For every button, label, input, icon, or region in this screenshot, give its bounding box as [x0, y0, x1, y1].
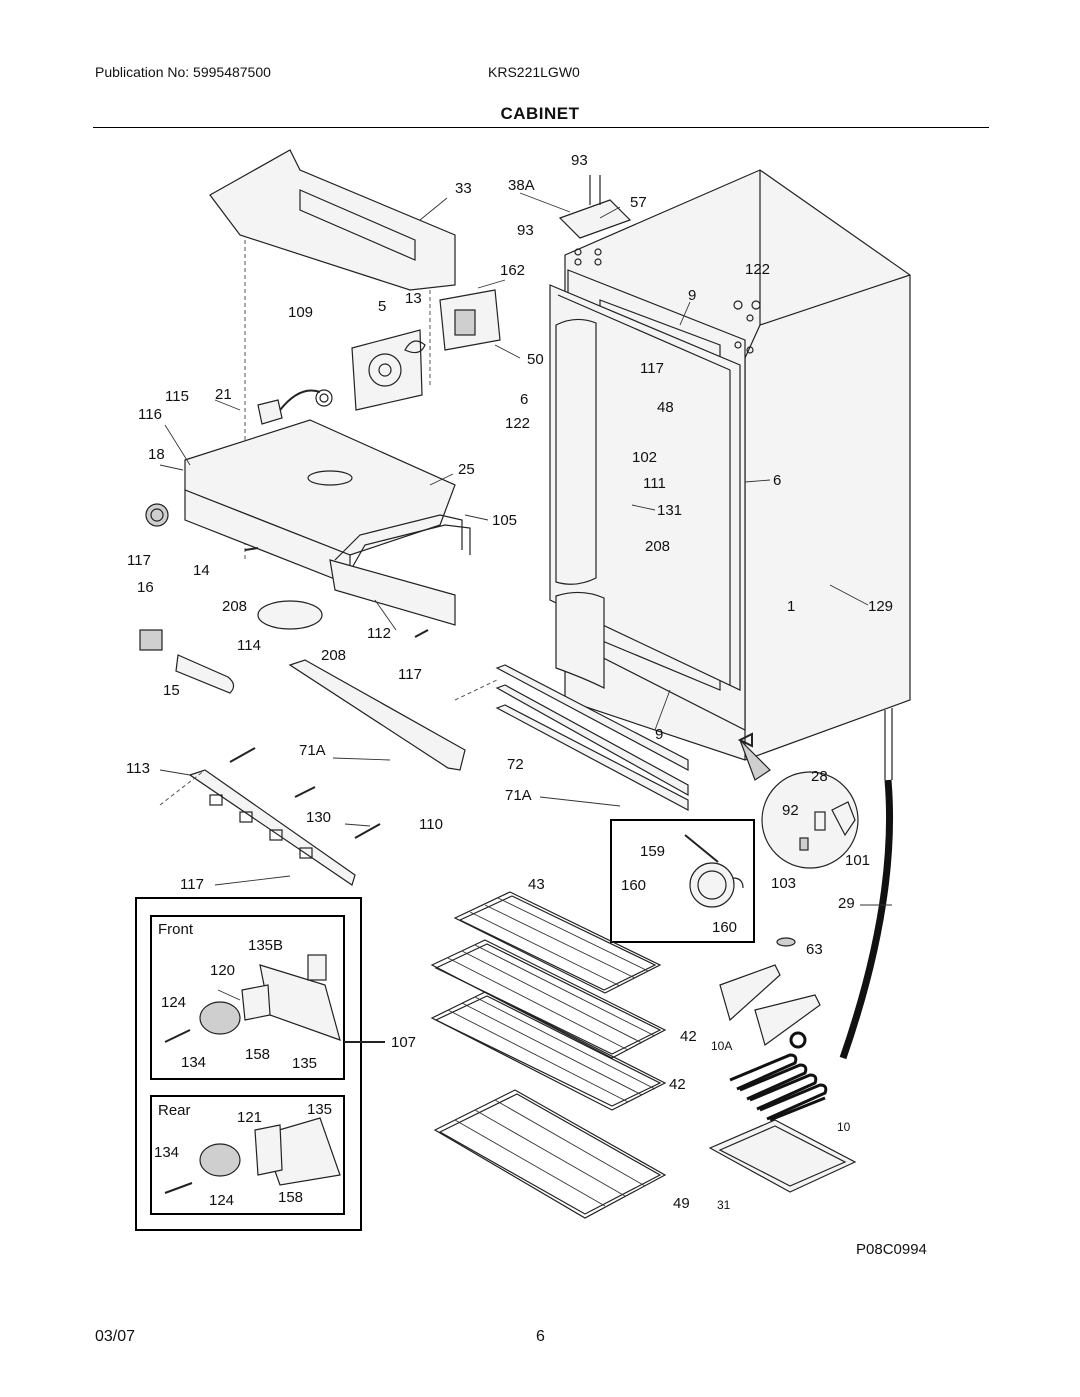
part-label: 63 — [806, 941, 823, 958]
part-label: 48 — [657, 399, 674, 416]
part-label: 208 — [222, 598, 248, 615]
part-label: 31 — [717, 1198, 731, 1212]
part-label: 33 — [455, 180, 472, 197]
part-label: 114 — [237, 637, 261, 654]
drain-tube — [776, 708, 894, 1060]
model-number: KRS221LGW0 — [488, 64, 580, 80]
part-label: 18 — [148, 446, 165, 463]
caster-insets — [135, 897, 385, 1231]
part-label: 113 — [126, 760, 150, 777]
part-label: 208 — [645, 538, 671, 555]
part-label: 111 — [643, 475, 666, 492]
part-label: 117 — [127, 552, 151, 569]
leader-lines — [159, 192, 892, 1001]
part-label: 135B — [248, 937, 284, 954]
part-label: 25 — [458, 461, 475, 478]
part-label: 101 — [845, 852, 871, 869]
part-label: 43 — [528, 876, 545, 893]
part-label: 6 — [520, 391, 529, 408]
part-label: 160 — [621, 877, 647, 894]
part-label: 131 — [657, 502, 683, 519]
publication-number: Publication No: 5995487500 — [95, 64, 271, 80]
part-label: 28 — [811, 768, 828, 785]
part-label: 72 — [507, 756, 524, 773]
part-label: 10 — [837, 1120, 851, 1134]
part-label: 50 — [527, 351, 544, 368]
cabinet-body — [549, 169, 911, 761]
header-rule — [93, 127, 989, 128]
part-label: 21 — [215, 386, 232, 403]
part-label: 107 — [391, 1034, 417, 1051]
part-label: 135 — [307, 1101, 333, 1118]
door-gaskets — [555, 318, 605, 689]
toe-grilles — [159, 659, 689, 886]
inset-front-label: Front — [158, 921, 194, 938]
top-hinge — [558, 175, 632, 266]
part-label: 57 — [630, 194, 647, 211]
part-label: 129 — [868, 598, 894, 615]
part-label: 92 — [782, 802, 799, 819]
part-label: 15 — [163, 682, 180, 699]
part-label: 130 — [306, 809, 332, 826]
part-label: 124 — [209, 1192, 235, 1209]
part-label: 6 — [773, 472, 782, 489]
part-label: 208 — [321, 647, 347, 664]
part-label: 29 — [838, 895, 855, 912]
footer-page-number: 6 — [536, 1328, 545, 1345]
part-label: 134 — [181, 1054, 207, 1071]
part-label: 1 — [787, 598, 796, 615]
page-title: CABINET — [500, 104, 580, 123]
part-label: 16 — [137, 579, 154, 596]
part-label: 159 — [640, 843, 666, 860]
part-label: 158 — [278, 1189, 304, 1206]
part-label: 117 — [398, 666, 422, 683]
top-plugs — [733, 300, 761, 354]
thermometer-inset — [610, 819, 755, 943]
part-label: 103 — [771, 875, 797, 892]
inset-rear-label: Rear — [158, 1102, 191, 1119]
fan-motor — [404, 289, 501, 354]
part-label: 93 — [517, 222, 534, 239]
part-label: 162 — [500, 262, 526, 279]
part-label: 120 — [210, 962, 236, 979]
part-label: 9 — [688, 287, 697, 304]
part-label: 117 — [640, 360, 664, 377]
rear-guide-inset — [739, 739, 859, 869]
diagram-code: P08C0994 — [856, 1241, 927, 1258]
part-label: 93 — [571, 152, 588, 169]
part-label: 9 — [655, 726, 664, 743]
part-label: 13 — [405, 290, 422, 307]
screws — [229, 547, 429, 839]
heater-assembly — [708, 964, 857, 1193]
part-label: 110 — [419, 816, 443, 833]
part-label: 158 — [245, 1046, 271, 1063]
part-label: 109 — [288, 304, 314, 321]
part-label: 10A — [711, 1039, 733, 1053]
part-label: 122 — [745, 261, 771, 278]
part-label: 71A — [299, 742, 326, 759]
part-label: 134 — [154, 1144, 180, 1161]
wire-shelves — [430, 891, 667, 1219]
part-label: 5 — [378, 298, 387, 315]
part-label: 42 — [669, 1076, 686, 1093]
footer-date: 03/07 — [95, 1328, 136, 1345]
part-label: 124 — [161, 994, 187, 1011]
part-label: 105 — [492, 512, 518, 529]
control-housing — [139, 389, 471, 694]
part-label: 14 — [193, 562, 210, 579]
part-label: 117 — [180, 876, 204, 893]
part-label: 71A — [505, 787, 532, 804]
part-label: 49 — [673, 1195, 690, 1212]
part-label: 116 — [138, 406, 162, 423]
part-label: 160 — [712, 919, 738, 936]
part-label: 135 — [292, 1055, 318, 1072]
part-label: 42 — [680, 1028, 697, 1045]
part-label: 38A — [508, 177, 535, 194]
part-label: 115 — [165, 388, 189, 405]
part-label: 122 — [505, 415, 531, 432]
part-label: 121 — [237, 1109, 263, 1126]
part-label: 102 — [632, 449, 658, 466]
part-label: 112 — [367, 625, 391, 642]
